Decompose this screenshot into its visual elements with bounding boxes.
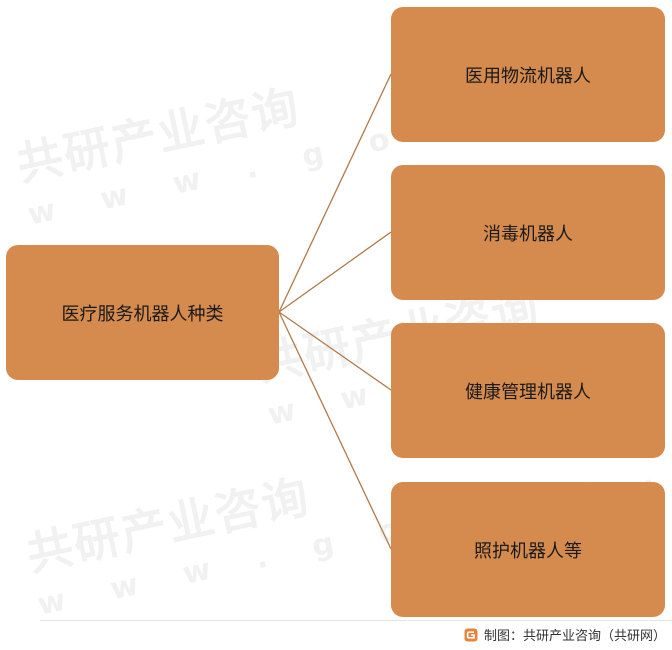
source-text: 制图：共研产业咨询（共研网） [483, 629, 666, 644]
root-node: 医疗服务机器人种类 [6, 245, 279, 380]
child-node-label: 医用物流机器人 [465, 65, 591, 87]
connector-line [278, 311, 392, 391]
child-node-care-robot: 照护机器人等 [391, 482, 665, 617]
child-node-label: 照护机器人等 [474, 540, 582, 562]
child-node-label: 健康管理机器人 [465, 381, 591, 403]
connector-line [278, 311, 392, 550]
child-node-disinfection-robot: 消毒机器人 [391, 165, 665, 300]
root-node-label: 医疗服务机器人种类 [61, 303, 224, 325]
child-node-logistics-robot: 医用物流机器人 [391, 7, 665, 142]
connector-line [278, 231, 392, 313]
footer-divider [40, 620, 672, 621]
gonyn-logo-icon [464, 628, 478, 641]
child-node-health-management-robot: 健康管理机器人 [391, 323, 665, 458]
connector-line [278, 73, 392, 313]
source-credit: 制图：共研产业咨询（共研网） [464, 625, 666, 644]
child-node-label: 消毒机器人 [483, 223, 573, 245]
